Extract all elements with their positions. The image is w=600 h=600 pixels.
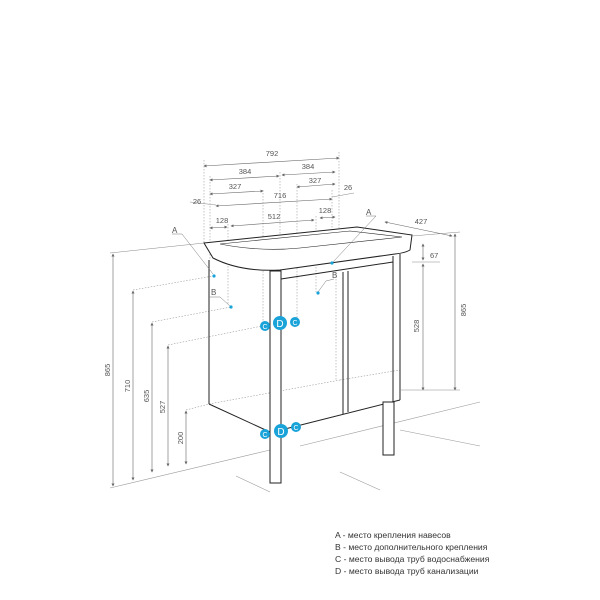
svg-text:C: C xyxy=(262,324,267,331)
pipe-markers: C D C C D C xyxy=(260,316,301,439)
dim-710: 710 xyxy=(123,380,132,393)
dim-528: 528 xyxy=(412,320,421,333)
dim-635: 635 xyxy=(142,390,151,403)
label-a-left: A xyxy=(172,226,178,235)
svg-text:C: C xyxy=(262,432,267,439)
dim-327-right: 327 xyxy=(309,176,322,185)
dim-427: 427 xyxy=(415,217,428,226)
marker-c-water-left: C xyxy=(260,321,270,331)
dim-327-left: 327 xyxy=(229,182,242,191)
mount-b-right-dot xyxy=(316,291,320,295)
legend-item-d: D - место вывода труб канализации xyxy=(335,566,479,576)
marker-d-drain-top: D xyxy=(273,316,287,330)
dim-384-right: 384 xyxy=(302,162,315,171)
basin xyxy=(203,226,413,271)
mount-a-left-dot xyxy=(212,274,216,278)
mount-a-right-dot xyxy=(330,261,334,265)
marker-c-bottom-right: C xyxy=(291,422,301,432)
floor-lines xyxy=(109,401,481,493)
dimension-lines xyxy=(111,156,457,487)
mount-points xyxy=(212,261,334,309)
dim-26-right: 26 xyxy=(344,183,352,192)
svg-text:D: D xyxy=(277,427,284,438)
marker-c-bottom-left: C xyxy=(260,429,270,439)
dim-716: 716 xyxy=(274,191,287,200)
label-b-left: B xyxy=(211,288,216,297)
dim-67: 67 xyxy=(430,251,438,260)
svg-text:D: D xyxy=(276,319,283,330)
legend-item-b: B - место дополнительного крепления xyxy=(335,542,488,552)
dim-512: 512 xyxy=(268,212,281,221)
dim-128-left: 128 xyxy=(216,216,229,225)
label-a-right: A xyxy=(366,208,372,217)
svg-text:C: C xyxy=(292,320,297,327)
dim-527: 527 xyxy=(158,401,167,414)
dim-865-left: 865 xyxy=(103,364,112,377)
label-b-right: B xyxy=(332,271,337,280)
dim-128-right: 128 xyxy=(319,206,332,215)
svg-text:C: C xyxy=(293,425,298,432)
legend-item-c: C - место вывода труб водоснабжения xyxy=(335,554,490,564)
cabinet xyxy=(208,254,401,484)
mount-b-left-dot xyxy=(229,305,233,309)
dim-384-left: 384 xyxy=(239,167,252,176)
marker-d-drain-bottom: D xyxy=(274,424,288,438)
legend: A - место крепления навесов B - место до… xyxy=(335,529,489,577)
dim-26-left: 26 xyxy=(193,197,201,206)
extension-lines xyxy=(132,152,401,411)
legend-item-a: A - место крепления навесов xyxy=(335,530,451,540)
dim-200: 200 xyxy=(176,432,185,445)
dim-792: 792 xyxy=(266,149,279,158)
marker-c-water-right: C xyxy=(290,317,300,327)
dim-865-right: 865 xyxy=(459,304,468,317)
